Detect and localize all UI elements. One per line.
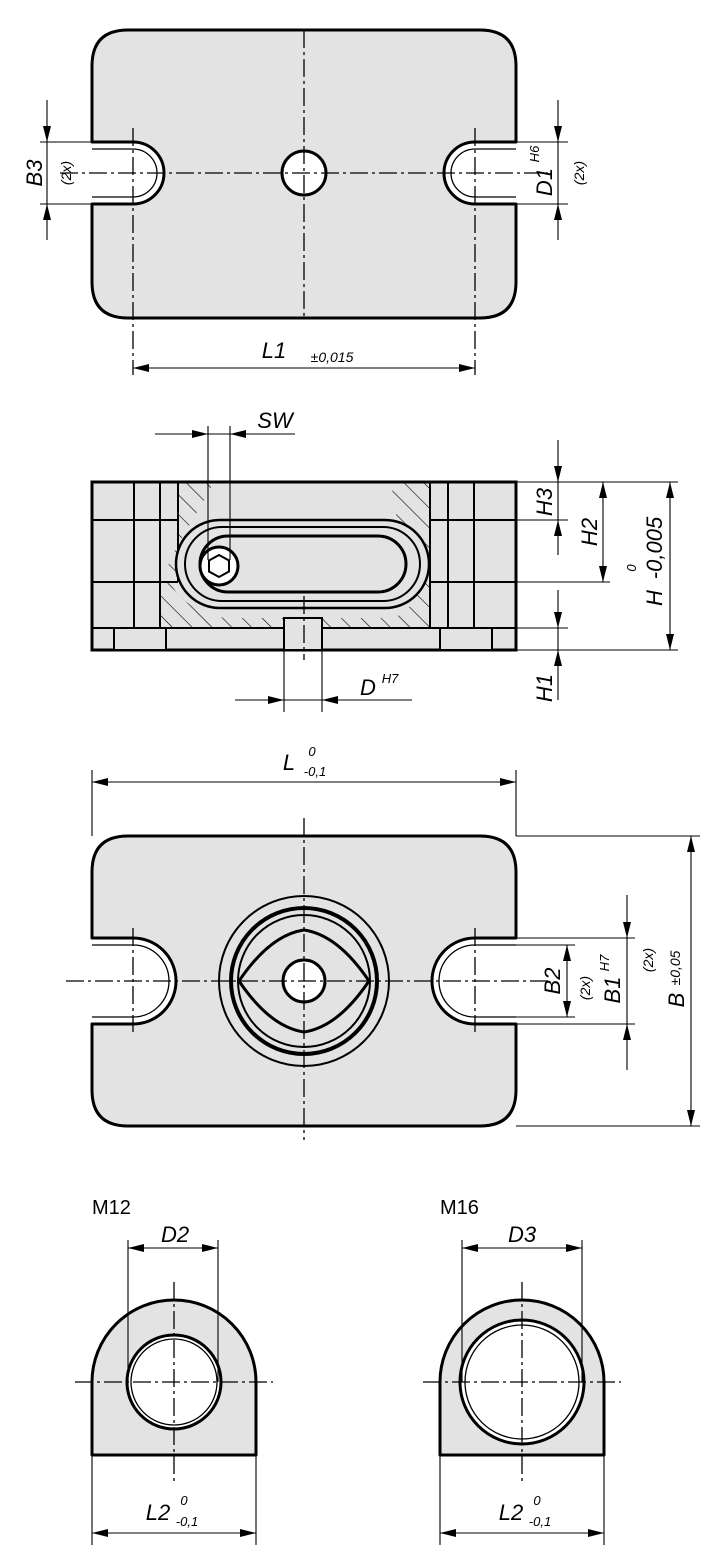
h-label: H [642,590,667,606]
m12-l2-label: L2 [146,1500,170,1525]
l-tolerance-upper: 0 [308,744,316,759]
d3-label: D3 [508,1222,537,1247]
cam-slot-outer [174,518,431,610]
h2-label: H2 [577,518,602,546]
h-tolerance-upper: 0 [624,564,639,572]
h3-label: H3 [532,487,557,516]
section-hatch [160,482,430,628]
m12-l2-tolerance-upper: 0 [180,1493,188,1508]
hex-socket-icon [208,553,230,579]
d1-tolerance: H6 [527,145,542,162]
hex-screw-head [198,545,240,587]
left-foot [113,627,167,651]
height-dimensions: H3 H2 H -0,005 0 [492,440,678,702]
front-view: SW H3 H2 [90,408,678,712]
width-dimensions: B2 (2x) B1 H7 (2x) B [475,835,700,1127]
cam-slot-middle [184,526,421,602]
bottom-view: L 0 -0,1 B2 (2x) [66,744,700,1140]
l1-label: L1 [262,338,286,363]
d-label: D [360,675,376,700]
b-tolerance: ±0,05 [667,950,683,985]
sw-label: SW [257,408,295,433]
l1-tolerance: ±0,015 [311,349,354,365]
d1-count: (2x) [571,161,587,185]
cam-slot-inner [198,534,408,594]
m16-l2-tolerance-lower: -0,1 [529,1514,551,1529]
h1-label: H1 [532,674,557,702]
b3-count: (2x) [58,161,74,185]
b1-label: B1 [600,977,625,1004]
m16-l2-tolerance-upper: 0 [533,1493,541,1508]
b-label: B [664,993,689,1008]
bottom-bore [283,617,323,651]
d-tolerance: H7 [382,671,399,686]
d1-dimension: D1 H6 (2x) [516,100,587,240]
b2-count: (2x) [577,976,593,1000]
detail-m16: M16 D3 L2 0 -0,1 [423,1197,621,1545]
d1-label: D1 [532,168,557,196]
b3-dimension: B3 (2x) [22,100,92,240]
b1-tolerance: H7 [597,954,612,971]
m12-bore-chamfer [130,1338,218,1426]
d2-label: D2 [161,1222,189,1247]
detail-m12: M12 D2 L2 0 -0,1 [75,1197,273,1545]
l-dimension: L 0 -0,1 [91,744,517,836]
l-label: L [283,750,295,775]
top-view: B3 (2x) D1 H6 (2x) [22,28,587,375]
b2-label: B2 [540,968,565,995]
right-foot [439,627,493,651]
b1-count: (2x) [640,948,656,972]
m12-l2-tolerance-lower: -0,1 [176,1514,198,1529]
l1-dimension: L1 ±0,015 [133,338,475,372]
b3-label: B3 [22,159,47,187]
d-dimension: D H7 [235,650,412,712]
right-slot-step-line [438,944,516,1018]
m12-title: M12 [92,1197,131,1219]
sw-dimension: SW [155,408,295,560]
m16-l2-label: L2 [499,1500,523,1525]
l-tolerance-lower: -0,1 [304,764,326,779]
h-tolerance-lower: -0,005 [642,516,667,579]
m16-title: M16 [440,1197,479,1219]
